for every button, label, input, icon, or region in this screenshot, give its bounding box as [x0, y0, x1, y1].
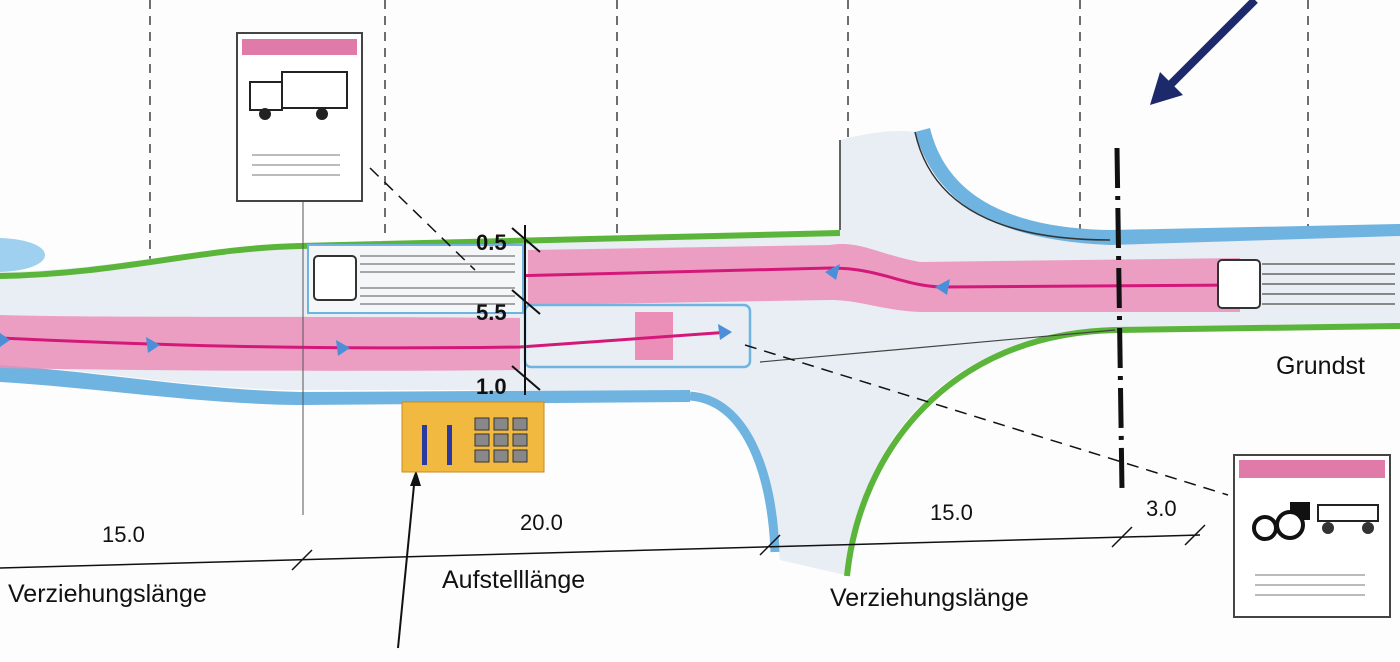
length-label-right: 15.0 [930, 500, 973, 525]
hatched-area-right [1262, 263, 1395, 305]
label-verziehungslaenge-right: Verziehungslänge [830, 584, 1029, 612]
tractor-info-card [1233, 454, 1391, 618]
sign-pointer-head [410, 470, 421, 486]
shoulder-side-left [689, 391, 780, 553]
property-line [1114, 147, 1125, 491]
vehicle-truck-right [1217, 259, 1261, 309]
leader-lines [369, 167, 1229, 496]
length-label-middle: 20.0 [520, 510, 563, 535]
north-arrow-head [1150, 72, 1183, 105]
road-edge-upper-right [839, 131, 1111, 241]
label-grundstueck: Grundst [1276, 352, 1365, 380]
width-label-0-5: 0.5 [476, 230, 507, 255]
length-label-property: 3.0 [1146, 496, 1177, 521]
sign-blocks [474, 417, 528, 463]
shoulder-lower-left [0, 365, 690, 405]
width-label-1-0: 1.0 [476, 374, 507, 399]
length-dimension-line [0, 524, 1206, 571]
length-label-left: 15.0 [102, 522, 145, 547]
sign-icons [422, 425, 452, 465]
water-left [0, 238, 45, 272]
shoulder-upper-right [915, 128, 1400, 245]
width-label-5-5: 5.5 [476, 300, 507, 325]
truck-info-card [236, 32, 363, 202]
lane-edge [759, 329, 1116, 363]
track-eastbound [0, 330, 731, 350]
label-aufstelllaenge: Aufstelllänge [442, 566, 586, 594]
north-arrow-shaft [1162, 0, 1258, 93]
cross-section-dimension [511, 225, 541, 395]
sign-pointer [397, 474, 416, 649]
label-verziehungslaenge-left: Verziehungslänge [8, 580, 207, 608]
swept-lane-eastbound [0, 315, 520, 371]
verge-upper [0, 230, 841, 279]
road-surface [0, 130, 1400, 576]
vehicle-truck-left [313, 255, 357, 301]
swept-lane-westbound [528, 243, 1240, 312]
